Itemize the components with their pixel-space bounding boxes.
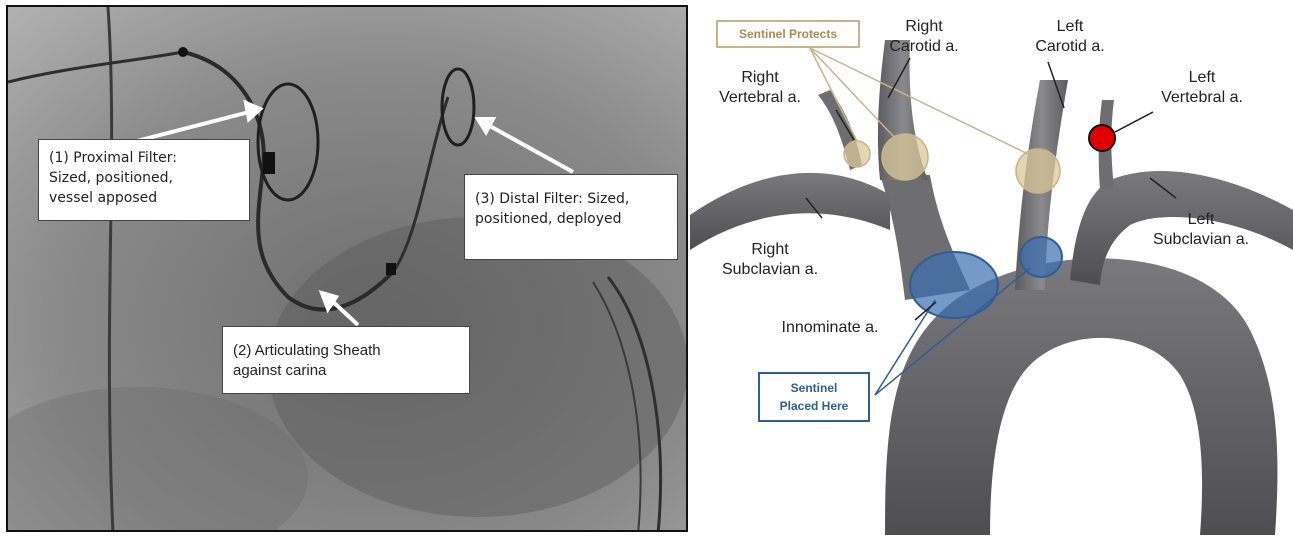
- filter-marker: [263, 152, 275, 174]
- protect-line-vertebral: [810, 48, 857, 141]
- label-right-carotid: Right Carotid a.: [878, 17, 970, 57]
- label-left-carotid: Left Carotid a.: [1030, 17, 1110, 57]
- label-innominate: Innominate a.: [760, 318, 900, 338]
- callout-distal-filter: (3) Distal Filter: Sized, positioned, de…: [464, 174, 678, 260]
- sheath-marker: [386, 263, 396, 275]
- label-left-subclavian: Left Subclavian a.: [1146, 210, 1256, 250]
- tag-sentinel-protects: Sentinel Protects: [716, 20, 860, 48]
- label-right-subclavian: Right Subclavian a.: [715, 240, 825, 280]
- callout-articulating-sheath: (2) Articulating Sheath against carina: [222, 326, 470, 394]
- occluded-left-vertebral: [1089, 125, 1115, 151]
- protect-zone-right-vertebral: [844, 141, 870, 167]
- fluoroscopy-image: (1) Proximal Filter: Sized, positioned, …: [6, 5, 688, 532]
- right-subclavian-artery: [690, 173, 890, 250]
- placement-zone-innominate: [910, 252, 998, 318]
- protect-zone-right-carotid: [882, 134, 928, 180]
- callout-proximal-filter: (1) Proximal Filter: Sized, positioned, …: [38, 139, 250, 221]
- marker-band: [178, 47, 188, 57]
- protect-zone-left-carotid: [1016, 149, 1060, 193]
- tag-sentinel-placed-here: Sentinel Placed Here: [758, 372, 870, 422]
- fluoroscopy-drawing: [8, 7, 688, 532]
- label-left-vertebral: Left Vertebral a.: [1150, 68, 1254, 108]
- label-right-vertebral: Right Vertebral a.: [712, 68, 808, 108]
- leader-left-vertebral: [1115, 112, 1153, 132]
